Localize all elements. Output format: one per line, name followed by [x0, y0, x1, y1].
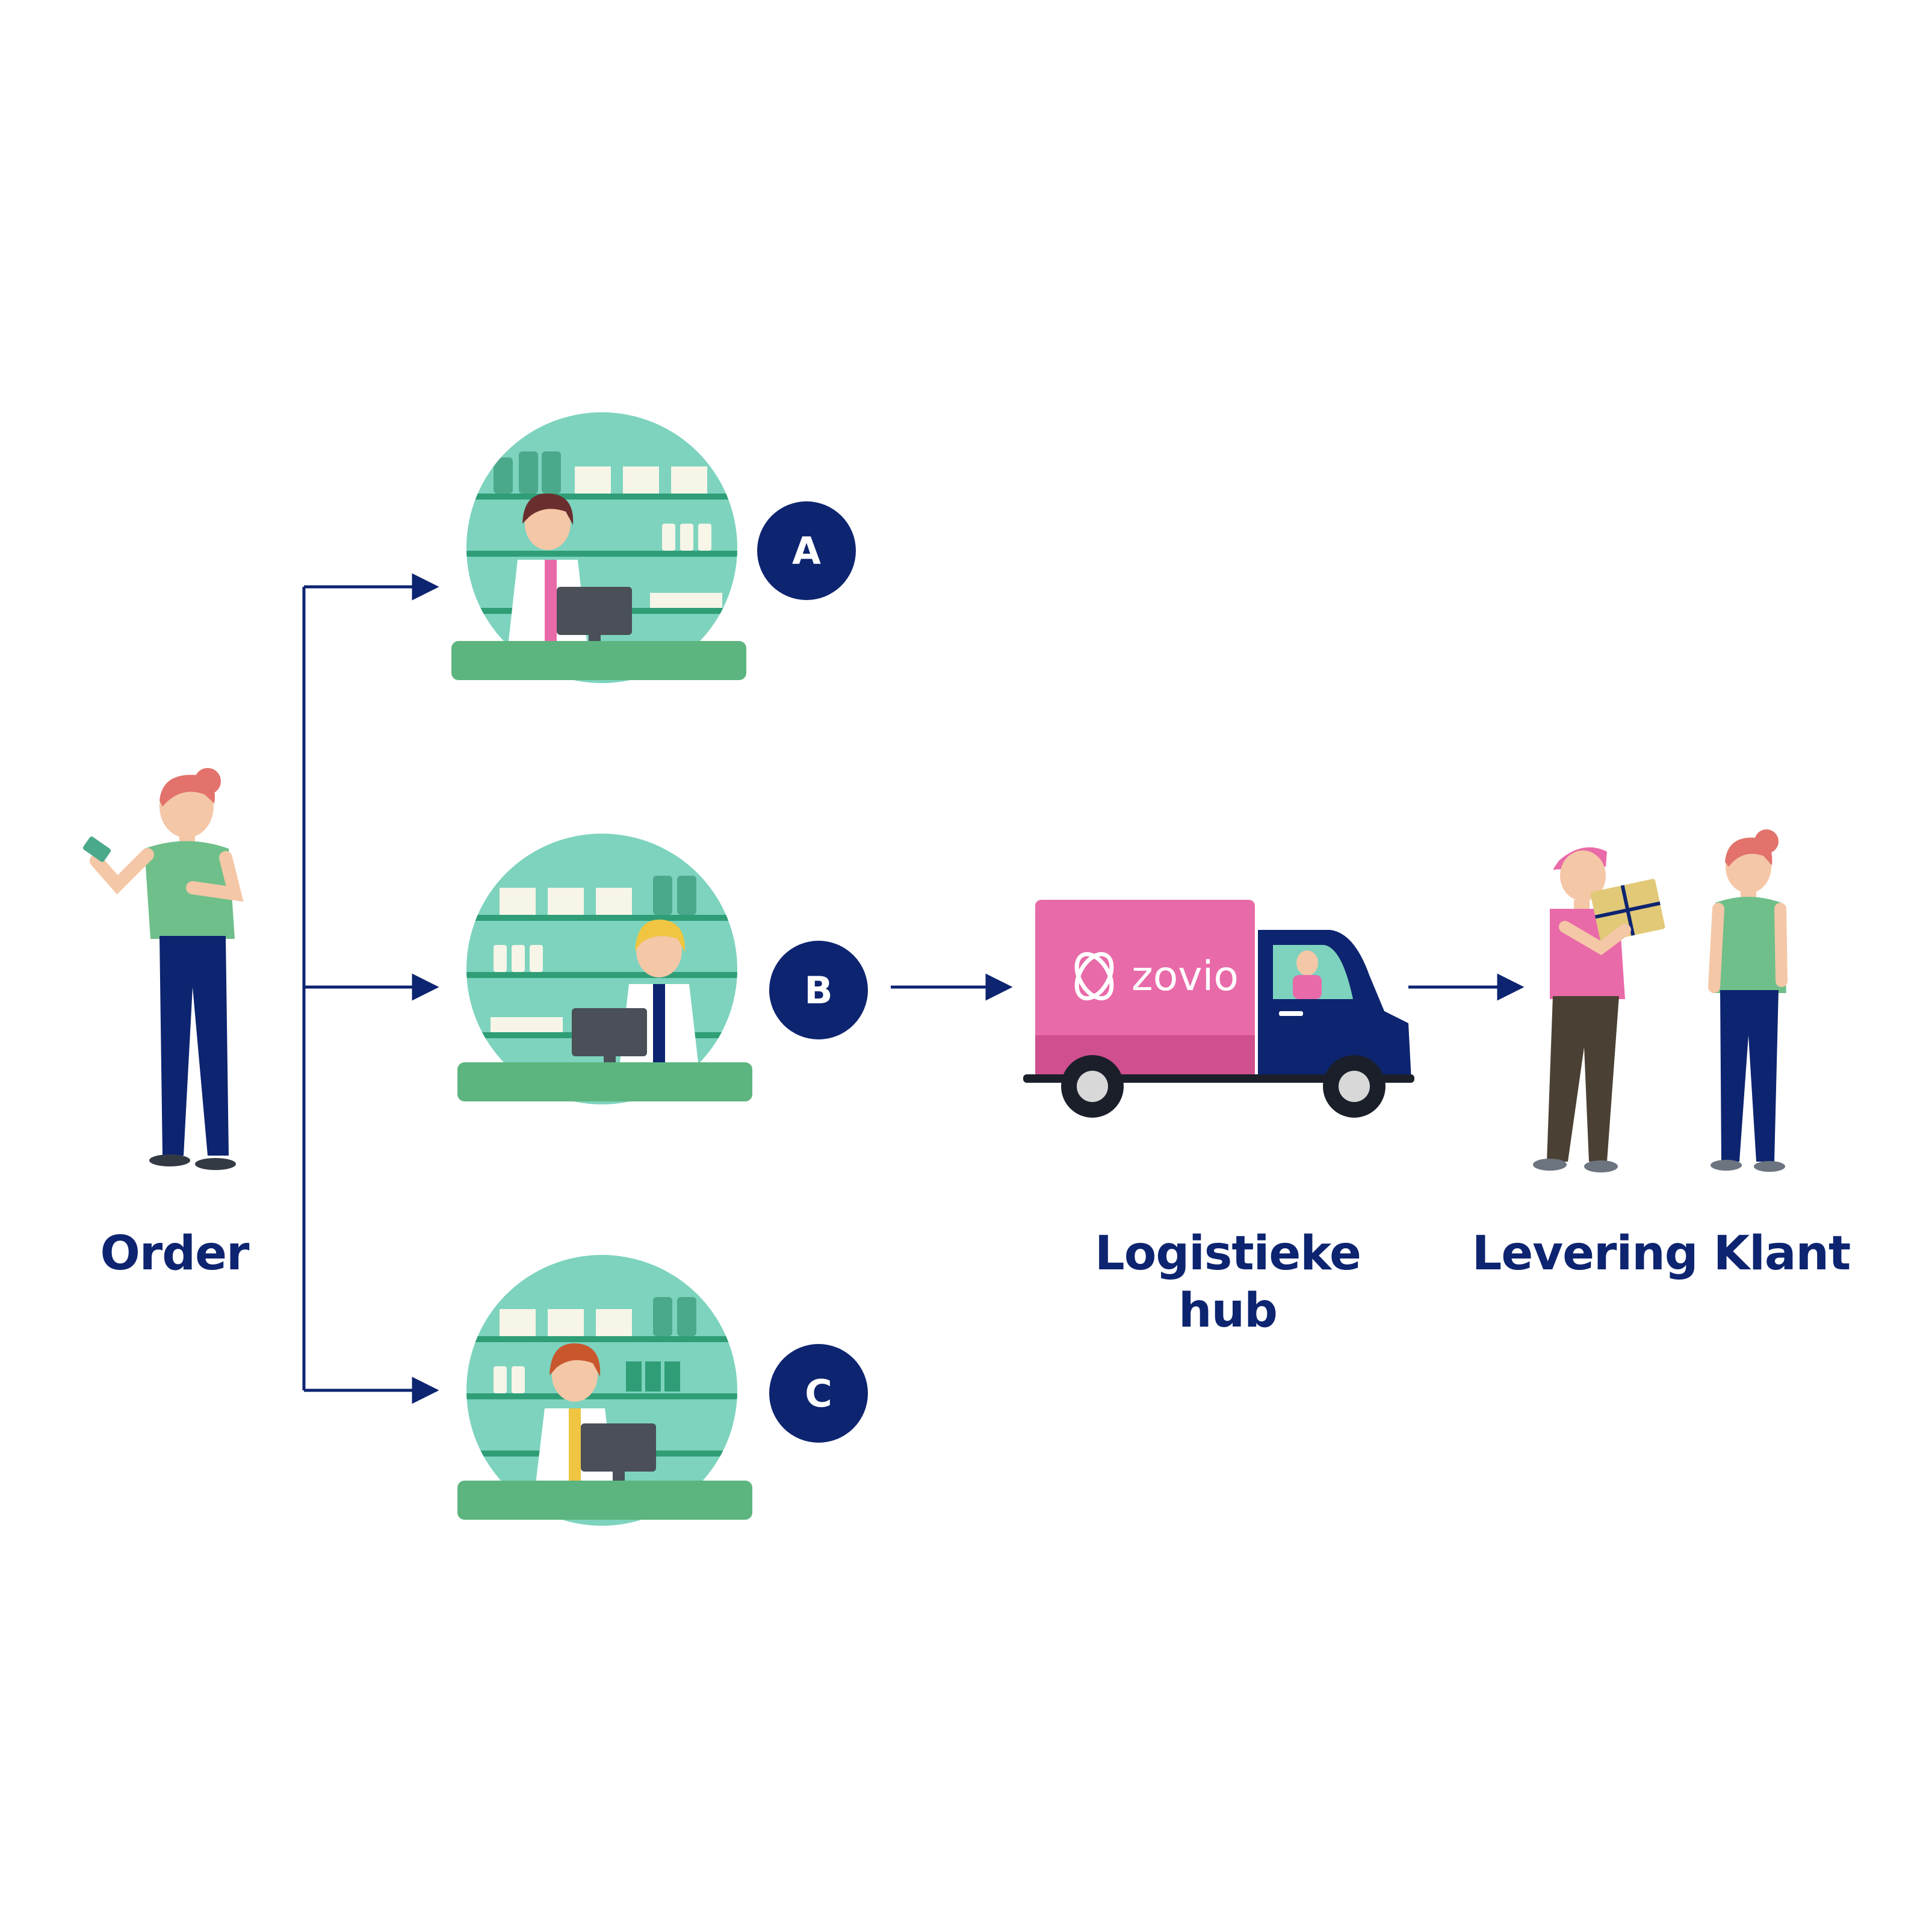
pharmacy-c-letter: C [805, 1372, 832, 1416]
pharmacy-b: B [457, 834, 868, 1104]
branch-connector [302, 573, 439, 1404]
delivery-truck-icon: zovio [1023, 900, 1414, 1118]
truck-brand-name: zovio [1132, 953, 1239, 1000]
pharmacy-b-badge [769, 941, 868, 1039]
order-label: Order [100, 1227, 250, 1281]
pharmacist-counter-icon [457, 1255, 752, 1526]
hub-label-line1: Logistieke [1095, 1227, 1361, 1281]
customer-woman-with-phone-icon [82, 768, 244, 1170]
pharmacy-c: C [457, 1255, 868, 1526]
customer-receiving-icon [1708, 829, 1788, 1172]
pharmacy-b-letter: B [804, 968, 832, 1012]
pharmacy-c-badge [769, 1344, 868, 1443]
delivery-label: Levering Klant [1472, 1227, 1851, 1281]
courier-with-package-icon [1533, 847, 1665, 1172]
pharmacy-a-badge [757, 501, 856, 600]
pharmacy-a-letter: A [792, 529, 821, 573]
pharmacist-counter-icon [457, 834, 752, 1104]
pharmacy-a: A [451, 412, 856, 683]
zovio-logo-icon [1074, 952, 1114, 1001]
pharmacist-counter-icon [451, 412, 746, 683]
hub-label-line2: hub [1178, 1284, 1278, 1338]
